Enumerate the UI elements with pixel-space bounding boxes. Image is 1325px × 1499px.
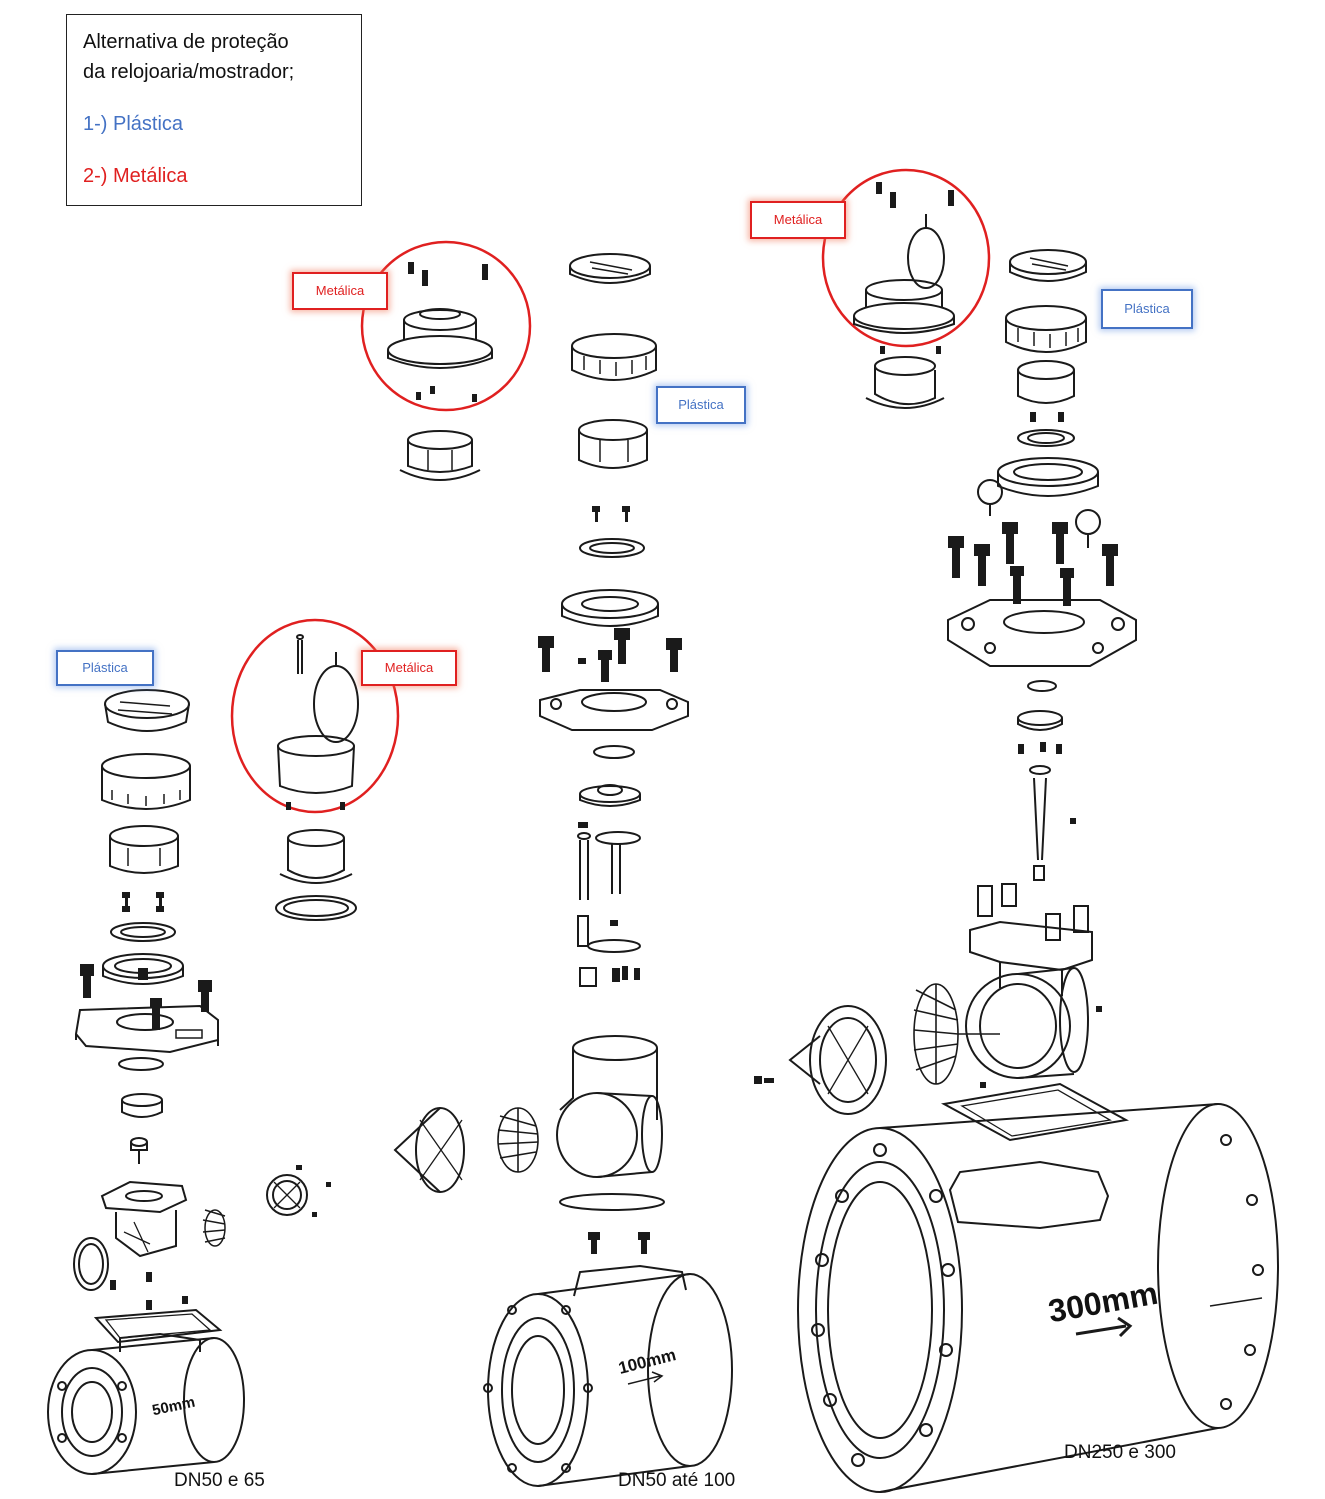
- caption-dn50-65: DN50 e 65: [174, 1470, 265, 1491]
- legend-option-metallic: 2-) Metálica: [83, 165, 188, 187]
- large-bolts: [948, 522, 1118, 606]
- large-adapter: [977, 457, 1101, 548]
- large-mechanism-frame: [969, 883, 1093, 996]
- label-metallic-medium: Metálica: [292, 272, 388, 310]
- medium-plastic-ring: [571, 333, 657, 381]
- small-o-ring: [118, 1057, 164, 1071]
- metallic-circle-medium: [360, 240, 532, 412]
- small-plastic-lid: [104, 689, 190, 732]
- small-meter-body: [47, 1332, 245, 1475]
- large-meter-assembly: [754, 249, 1279, 1493]
- medium-o-ring: [593, 745, 635, 759]
- metallic-option-circles: [230, 168, 991, 814]
- small-rotor-cone: [266, 1174, 308, 1216]
- small-rotor: [202, 1209, 226, 1247]
- large-chamber: [965, 967, 1089, 1079]
- medium-spindle: [577, 831, 641, 953]
- medium-metallic-base: [399, 430, 481, 481]
- medium-housing: [578, 419, 648, 469]
- large-metallic-cover: [853, 182, 955, 354]
- medium-metallic-cover: [387, 262, 493, 402]
- small-gasket: [93, 1308, 223, 1344]
- label-plastic-small: Plástica: [56, 650, 154, 686]
- small-housing: [109, 825, 179, 874]
- large-housing: [1017, 360, 1075, 404]
- small-seal-ring: [110, 922, 176, 942]
- medium-chamber: [556, 1035, 663, 1178]
- metallic-circle-small: [230, 618, 400, 814]
- large-gasket: [940, 1082, 1130, 1142]
- small-metallic-base: [275, 829, 357, 921]
- medium-meter-body: [483, 1264, 733, 1487]
- legend-option-plastic: 1-) Plástica: [83, 113, 184, 135]
- caption-dn50-100: DN50 até 100: [618, 1470, 736, 1491]
- large-plastic-ring: [1005, 305, 1087, 353]
- small-metallic-cover: [277, 634, 359, 810]
- label-metallic-small: Metálica: [361, 650, 457, 686]
- large-o-ring: [1027, 680, 1057, 692]
- medium-rotor: [497, 1107, 539, 1173]
- medium-plastic-lid: [569, 253, 651, 284]
- medium-seal-ring: [579, 538, 645, 558]
- legend-box: Alternativa de proteção da relojoaria/mo…: [66, 14, 362, 206]
- small-small-parts: [110, 1165, 331, 1310]
- small-bush: [121, 1093, 163, 1118]
- small-flange-plate: [74, 1004, 219, 1054]
- medium-meter-assembly: [393, 253, 733, 1487]
- medium-bush: [579, 784, 641, 807]
- small-plastic-ring: [101, 753, 191, 810]
- large-meter-body: [797, 1103, 1279, 1493]
- large-cone: [788, 1005, 887, 1115]
- medium-block: [579, 967, 597, 987]
- large-rotor: [913, 983, 1000, 1085]
- legend-title-line2: da relojoaria/mostrador;: [83, 61, 295, 83]
- large-bush: [1017, 710, 1063, 731]
- small-bolts: [80, 964, 212, 1030]
- legend-title-line1: Alternativa de proteção: [83, 31, 289, 53]
- large-spindle: [1029, 765, 1051, 881]
- medium-flange: [539, 689, 689, 731]
- medium-screws-top: [592, 506, 630, 522]
- small-mechanism: [100, 1180, 188, 1258]
- large-flange-plate: [947, 599, 1137, 667]
- caption-dn250-300: DN250 e 300: [1064, 1442, 1176, 1463]
- metallic-circle-large: [821, 168, 991, 348]
- large-plastic-lid: [1009, 249, 1087, 282]
- large-seal-ring: [1017, 429, 1075, 447]
- small-meter-assembly: [47, 689, 331, 1475]
- label-plastic-large: Plástica: [1101, 289, 1193, 329]
- medium-small-parts: [578, 822, 640, 982]
- large-metallic-base: [865, 356, 945, 409]
- medium-adapter: [561, 589, 659, 627]
- small-side-ring: [73, 1237, 109, 1291]
- label-metallic-large: Metálica: [750, 201, 846, 239]
- small-spindle: [130, 1137, 148, 1164]
- medium-bolts: [538, 628, 682, 682]
- medium-cone: [393, 1107, 465, 1193]
- small-screws: [122, 892, 164, 912]
- medium-screws-bottom: [588, 1232, 650, 1254]
- medium-gasket: [559, 1193, 665, 1211]
- label-plastic-medium: Plástica: [656, 386, 746, 424]
